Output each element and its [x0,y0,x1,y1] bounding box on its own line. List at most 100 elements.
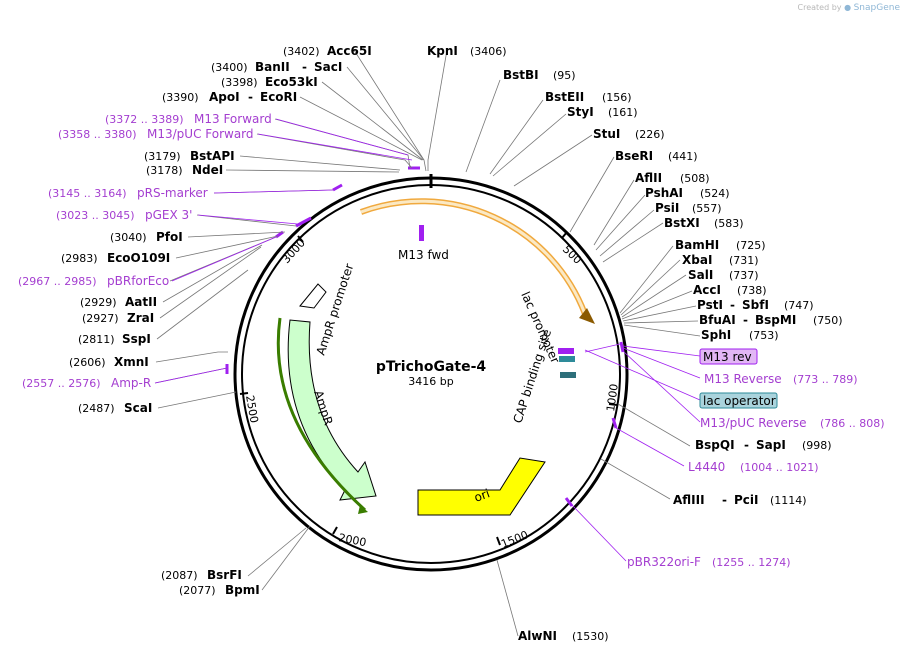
site-aflii[interactable]: AflII [635,171,662,185]
site-ndei[interactable]: NdeI [192,163,223,177]
primer-m13-rev[interactable]: M13 rev [703,350,752,364]
site-styi[interactable]: StyI [567,105,594,119]
primer-pbr322ori-f[interactable]: pBR322ori-F [627,555,701,569]
site-bseri[interactable]: BseRI [615,149,653,163]
primer-pos-amp-r: (2557 .. 2576) [22,377,101,390]
site-apoi[interactable]: ApoI [209,90,240,104]
cap-site-box[interactable] [560,372,576,378]
site-kpni[interactable]: KpnI [427,44,458,58]
primer-pos-m13-reverse: (773 .. 789) [793,373,858,386]
site-pos-bsteii: (156) [602,91,632,104]
primer-pbrforeco[interactable]: pBRforEco [107,274,169,288]
site-pos-sali: (737) [729,269,759,282]
site-bfuai[interactable]: BfuAI [699,313,736,327]
primer-mark-prs [332,183,343,192]
site-pos-xmni: (2606) [69,356,106,369]
site-psii[interactable]: PsiI [655,201,679,215]
m13-fwd-feature[interactable] [419,225,424,241]
ori-feature[interactable] [417,457,546,516]
plasmid-length: 3416 bp [408,375,453,388]
site-saci[interactable]: SacI [314,60,342,74]
primer-pos-l4440: (1004 .. 1021) [740,461,819,474]
primer-pos-pbr322ori-f: (1255 .. 1274) [712,556,791,569]
site-pos-alwni: (1530) [572,630,609,643]
cap-binding-site-label: CAP binding site [511,328,555,425]
site-bspmi[interactable]: BspMI [755,313,796,327]
site-alwni[interactable]: AlwNI [518,629,557,643]
site-pos-afliii: (1114) [770,494,807,507]
m13-rev-box[interactable] [558,348,574,354]
site-pos-acci: (738) [737,284,767,297]
site-pos-bspqi: (998) [802,439,832,452]
site-banii[interactable]: BanII [255,60,290,74]
ampr-promoter-label: AmpR promoter [314,262,357,357]
site-psti[interactable]: PstI [697,298,723,312]
site-pos-aflii: (508) [680,172,710,185]
ampr-promoter-feature[interactable] [299,283,327,309]
lac-promoter-arc-core [360,199,587,315]
site-sapi[interactable]: SapI [756,438,786,452]
snapgene-logo-icon: ● [844,3,852,12]
site-xmni[interactable]: XmnI [114,355,149,369]
site-pos-bpmi: (2077) [179,584,216,597]
site-acci[interactable]: AccI [693,283,721,297]
tick-500 [561,231,568,239]
site-afliii[interactable]: AflIII [673,493,705,507]
lac-operator-box[interactable] [559,356,575,362]
site-sali[interactable]: SalI [688,268,713,282]
site-dash-bspmi: - [743,313,748,327]
site-bsteii[interactable]: BstEII [545,90,584,104]
ampr-green-line [276,317,367,512]
site-ecoo109i[interactable]: EcoO109I [107,251,170,265]
site-pshai[interactable]: PshAI [645,186,683,200]
site-bstxi[interactable]: BstXI [664,216,700,230]
primer-prs-marker[interactable]: pRS-marker [137,186,208,200]
site-pfoi[interactable]: PfoI [156,230,183,244]
site-pcii[interactable]: PciI [734,493,759,507]
site-dash-pcii: - [722,493,727,507]
site-dash-sbfi: - [730,298,735,312]
primer-m13-puc-reverse[interactable]: M13/pUC Reverse [700,416,807,430]
site-ecori[interactable]: EcoRI [260,90,297,104]
site-bpmi[interactable]: BpmI [225,583,260,597]
site-acc65i[interactable]: Acc65I [327,44,372,58]
primer-l4440[interactable]: L4440 [688,460,725,474]
site-pos-bstapi: (3179) [144,150,181,163]
primer-m13-reverse[interactable]: M13 Reverse [704,372,782,386]
site-bstapi[interactable]: BstAPI [190,149,235,163]
site-xbai[interactable]: XbaI [682,253,712,267]
site-scai[interactable]: ScaI [124,401,152,415]
site-bstbi[interactable]: BstBI [503,68,539,82]
tick-label-1000: 1000 [604,383,621,413]
site-sphi[interactable]: SphI [701,328,731,342]
site-pos-zrai: (2927) [82,312,119,325]
primer-m13-forward[interactable]: M13 Forward [194,112,272,126]
site-bamhi[interactable]: BamHI [675,238,719,252]
site-bspqi[interactable]: BspQI [695,438,735,452]
site-pos-apoi: (3390) [162,91,199,104]
primer-mark-m13-rev [619,341,625,353]
primer-lac-operator[interactable]: lac operator [703,394,776,408]
site-dash-saci: - [302,60,307,74]
features: ori AmpR AmpR promoter lac promoter CAP … [225,166,625,516]
site-pos-scai: (2487) [78,402,115,415]
site-bsrfi[interactable]: BsrFI [207,568,242,582]
tick-1000 [608,403,618,406]
site-sspi[interactable]: SspI [122,332,151,346]
site-eco53ki[interactable]: Eco53kI [265,75,318,89]
site-stui[interactable]: StuI [593,127,620,141]
backbone [233,174,629,572]
site-pos-psti: (747) [784,299,814,312]
site-zrai[interactable]: ZraI [127,311,154,325]
site-sbfi[interactable]: SbfI [742,298,769,312]
ampr-feature[interactable] [287,319,377,501]
primer-pgex[interactable]: pGEX 3' [145,208,192,222]
primer-amp-r[interactable]: Amp-R [111,376,151,390]
site-aatii[interactable]: AatII [125,295,157,309]
primer-pos-m13-puc-forward: (3358 .. 3380) [58,128,137,141]
site-pos-bsrfi: (2087) [161,569,198,582]
primer-pos-m13-forward: (3372 .. 3389) [105,113,184,126]
site-pos-bamhi: (725) [736,239,766,252]
primer-m13-puc-forward[interactable]: M13/pUC Forward [147,127,254,141]
primer-pos-m13-puc-reverse: (786 .. 808) [820,417,885,430]
